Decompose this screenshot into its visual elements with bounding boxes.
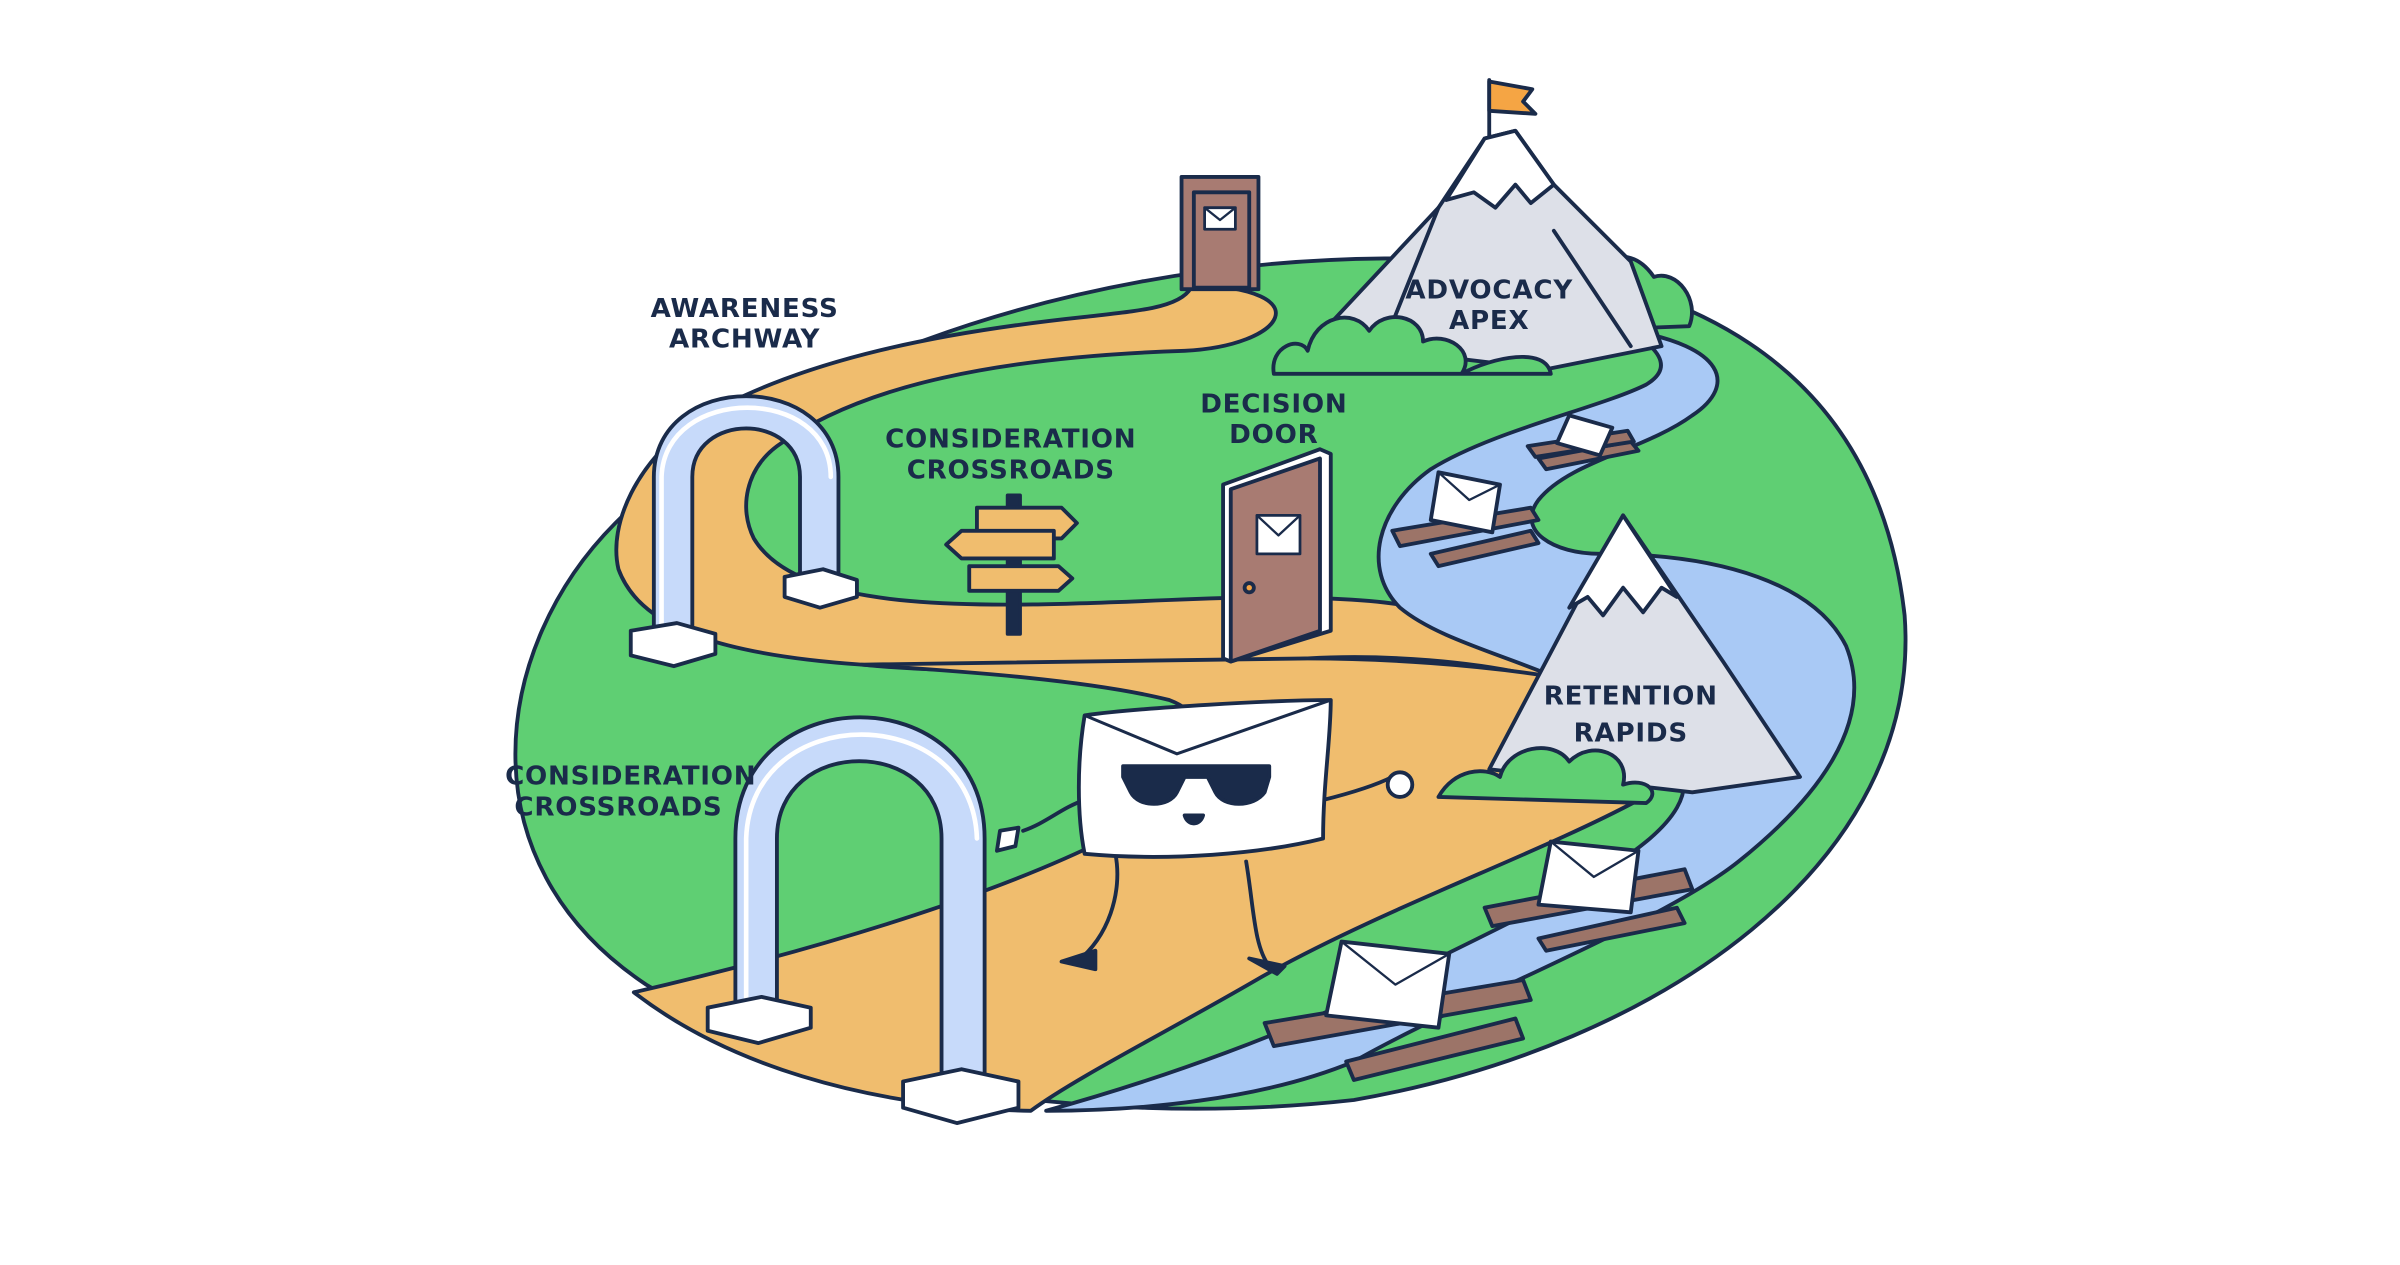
mountain-snow xyxy=(1567,513,1679,618)
door-icon xyxy=(1221,447,1333,664)
sunglasses-icon xyxy=(1121,764,1272,806)
raft-icon xyxy=(1390,470,1541,569)
awareness-label-line1: AWARENESS xyxy=(651,294,839,324)
archway-icon xyxy=(628,394,859,669)
envelope-icon xyxy=(1536,839,1641,915)
envelope-mascot-icon xyxy=(995,698,1415,976)
advocacy-label-line2: APEX xyxy=(1449,306,1529,336)
consideration-top-label-line1: CONSIDERATION xyxy=(885,425,1136,455)
mountain-snow xyxy=(1444,128,1556,210)
bush-icon xyxy=(1436,746,1655,805)
raft-icon xyxy=(1262,939,1533,1082)
envelope-icon xyxy=(1555,413,1615,458)
signpost-icon xyxy=(944,493,1079,636)
decision-label-line2: DOOR xyxy=(1229,420,1318,450)
bush-icon xyxy=(1271,315,1553,376)
consideration-left-label-line2: CROSSROADS xyxy=(514,792,722,822)
raft-icon xyxy=(1482,839,1695,953)
retention-label-line1: RETENTION xyxy=(1544,682,1718,712)
decision-label-line1: DECISION xyxy=(1200,389,1347,419)
flag-icon xyxy=(1487,79,1538,116)
envelope-icon xyxy=(1324,939,1452,1030)
awareness-label-line2: ARCHWAY xyxy=(669,325,820,355)
archway-icon xyxy=(705,715,1021,1125)
envelope-icon xyxy=(1428,470,1502,535)
consideration-left-label-line1: CONSIDERATION xyxy=(505,762,756,792)
advocacy-label-line1: ADVOCACY xyxy=(1405,275,1573,305)
retention-label-line2: RAPIDS xyxy=(1574,719,1688,749)
raft-icon xyxy=(1525,413,1641,472)
consideration-top-label-line2: CROSSROADS xyxy=(907,455,1115,485)
